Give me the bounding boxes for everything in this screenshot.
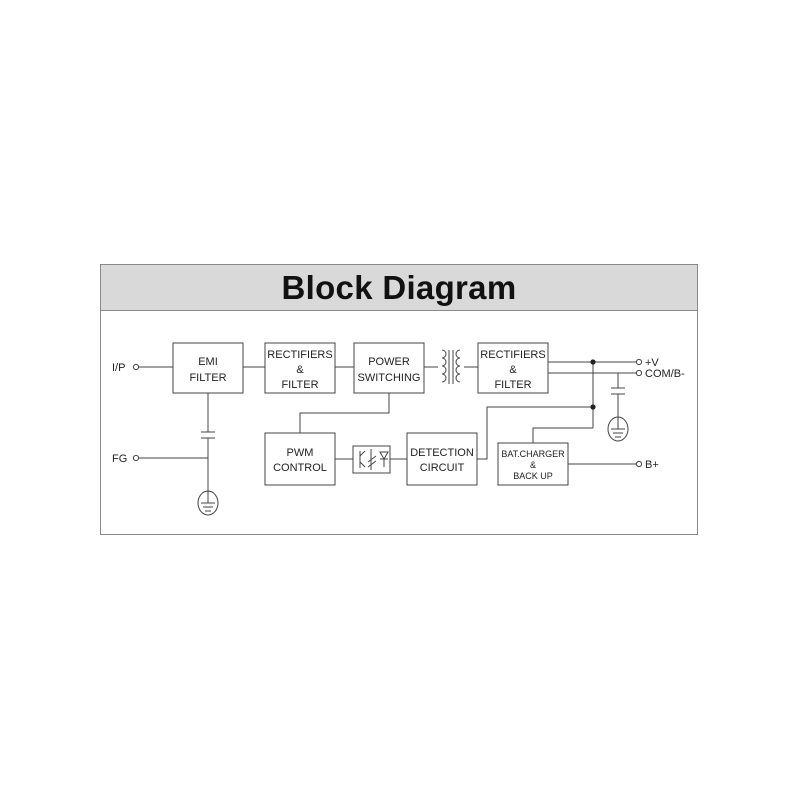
rectifiers-label: &: [509, 364, 517, 376]
power-switching-label: SWITCHING: [358, 372, 421, 384]
com-terminal: [635, 369, 643, 377]
b-plus-terminal: [635, 460, 643, 468]
bat-charger-label: BACK UP: [513, 471, 553, 481]
block-diagram-frame: Block Diagram: [100, 264, 698, 535]
ground-icon: [607, 416, 629, 442]
emi-filter-block: EMI FILTER: [172, 342, 244, 394]
bat-charger-label: BAT.CHARGER: [501, 449, 565, 459]
power-switching-label: POWER: [368, 356, 410, 368]
rectifiers-label: &: [296, 364, 304, 376]
rectifiers-filter-block-input: RECTIFIERS & FILTER: [264, 342, 336, 394]
bat-charger-label: &: [530, 460, 536, 470]
diagram-title: Block Diagram: [281, 268, 517, 306]
b-plus-label: B+: [645, 459, 659, 471]
wires: [139, 361, 636, 492]
transformer-icon: [441, 349, 461, 384]
rectifiers-label: RECTIFIERS: [480, 349, 545, 361]
emi-filter-label: EMI: [198, 356, 218, 368]
v-plus-label: +V: [645, 357, 659, 369]
junction-dot: [590, 404, 596, 410]
com-label: COM/B-: [645, 368, 685, 380]
title-bar: Block Diagram: [101, 265, 697, 311]
ground-icon: [197, 490, 219, 516]
rectifiers-label: FILTER: [281, 379, 318, 391]
detection-circuit-block: DETECTION CIRCUIT: [406, 432, 478, 486]
bat-charger-block: BAT.CHARGER & BACK UP: [497, 442, 569, 486]
rectifiers-label: RECTIFIERS: [267, 349, 332, 361]
fg-label: FG: [112, 453, 127, 465]
pwm-control-block: PWM CONTROL: [264, 432, 336, 486]
fg-terminal: [132, 454, 140, 462]
ip-label: I/P: [112, 362, 125, 374]
v-plus-terminal: [635, 358, 643, 366]
detection-circuit-label: CIRCUIT: [420, 462, 465, 474]
ip-terminal: [132, 363, 140, 371]
rectifiers-label: FILTER: [494, 379, 531, 391]
junction-dot: [590, 359, 596, 365]
pwm-control-label: PWM: [287, 447, 314, 459]
optocoupler-icon: [352, 445, 391, 474]
rectifiers-filter-block-output: RECTIFIERS & FILTER: [477, 342, 549, 394]
detection-circuit-label: DETECTION: [410, 447, 474, 459]
pwm-control-label: CONTROL: [273, 462, 327, 474]
power-switching-block: POWER SWITCHING: [353, 342, 425, 394]
emi-filter-label: FILTER: [189, 372, 226, 384]
